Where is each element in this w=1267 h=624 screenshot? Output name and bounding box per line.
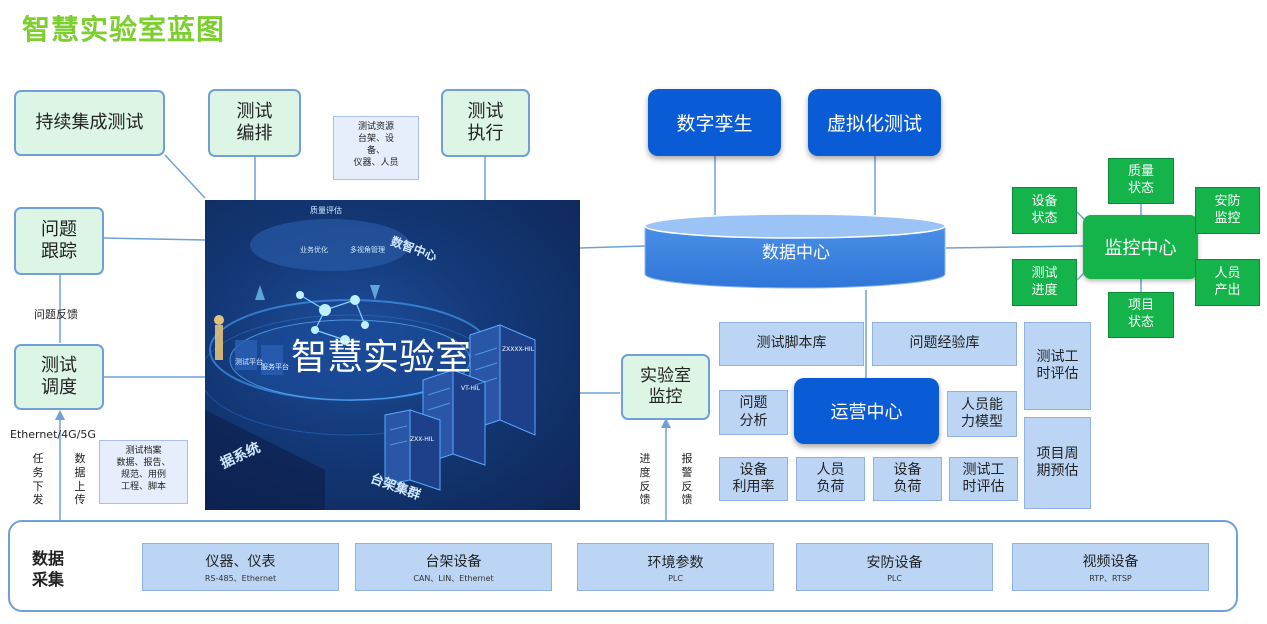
device-instruments[interactable]: 仪器、仪表 RS-485、Ethernet [142,543,339,591]
lab-monitor-box[interactable]: 实验室 监控 [621,354,710,420]
ethernet-label: Ethernet/4G/5G [10,428,96,441]
staff-capability-box[interactable]: 人员能 力模型 [947,391,1017,437]
test-execution-box[interactable]: 测试 执行 [441,89,530,157]
device-status-item[interactable]: 设备 状态 [1012,187,1077,234]
test-orchestration-box[interactable]: 测试 编排 [208,89,301,157]
device-name: 仪器、仪表 [205,553,276,570]
virtual-test-box[interactable]: 虚拟化测试 [808,89,941,156]
panel-2-tag: 服务平台 [261,363,289,371]
security-monitor-item[interactable]: 安防 监控 [1195,187,1260,234]
data-center-cylinder[interactable] [643,212,949,294]
rack-1-tag: ZXX-HIL [410,436,434,443]
device-load-box[interactable]: 设备 负荷 [873,457,942,501]
progress-feedback-label: 进度反馈 [639,452,651,507]
smart-lab-illustration: 质量评估 业务优化 多视角管理 数智中心 测试平台 服务平台 智慧实验室 据系统… [205,200,580,510]
device-rack[interactable]: 台架设备 CAN、LIN、Ethernet [355,543,552,591]
biz-opt-tag: 业务优化 [300,246,328,254]
project-status-item[interactable]: 项目 状态 [1108,292,1174,338]
data-acquisition-label: 数据 采集 [32,549,65,589]
monitor-center-box[interactable]: 监控中心 [1083,215,1198,279]
device-name: 安防设备 [866,554,923,571]
quality-eval-tag: 质量评估 [310,206,342,215]
device-protocol: PLC [887,573,902,583]
test-progress-item[interactable]: 测试 进度 [1012,259,1077,306]
smart-lab-heading: 智慧实验室 [291,337,472,378]
device-name: 视频设备 [1082,553,1139,570]
staff-output-item[interactable]: 人员 产出 [1195,259,1260,306]
test-archive-note: 测试档案 数据、报告、 规范、用例 工程、脚本 [99,440,188,504]
device-protocol: CAN、LIN、Ethernet [413,573,494,583]
data-upload-label: 数据上传 [74,452,86,507]
test-script-lib-box[interactable]: 测试脚本库 [719,322,864,366]
device-util-box[interactable]: 设备 利用率 [719,457,788,501]
device-video[interactable]: 视频设备 RTP、RTSP [1012,543,1209,591]
device-protocol: RS-485、Ethernet [204,573,277,583]
panel-1-tag: 测试平台 [235,358,263,366]
task-dispatch-label: 任务下发 [32,452,44,507]
ci-test-box[interactable]: 持续集成测试 [14,90,165,156]
issue-experience-lib-box[interactable]: 问题经验库 [872,322,1017,366]
issue-feedback-label: 问题反馈 [34,308,78,321]
device-name: 台架设备 [425,553,482,570]
test-scheduling-box[interactable]: 测试 调度 [14,344,104,410]
rack-3-tag: ZXXXX-HIL [502,346,535,353]
device-security[interactable]: 安防设备 PLC [796,543,993,591]
staff-load-box[interactable]: 人员 负荷 [796,457,865,501]
effort-eval-box-bottom[interactable]: 测试工 时评估 [949,457,1018,501]
effort-eval-box-top[interactable]: 测试工 时评估 [1024,322,1091,410]
device-name: 环境参数 [647,554,704,571]
page-title: 智慧实验室蓝图 [22,13,226,46]
illustration-graphics [205,219,536,510]
test-resources-note: 测试资源 台架、设 备、 仪器、人员 [333,116,419,180]
device-protocol: RTP、RTSP [1089,573,1132,583]
data-center-label: 数据中心 [762,243,830,263]
quality-status-item[interactable]: 质量 状态 [1108,158,1174,204]
project-cycle-box[interactable]: 项目周 期预估 [1024,417,1091,509]
alarm-feedback-label: 报警反馈 [681,452,693,507]
multi-view-tag: 多视角管理 [350,246,385,254]
rack-2-tag: VT-HIL [461,385,481,392]
issue-analysis-box[interactable]: 问题 分析 [719,390,788,435]
device-protocol: PLC [668,573,683,583]
device-environment[interactable]: 环境参数 PLC [577,543,774,591]
digital-twin-box[interactable]: 数字孪生 [648,89,781,156]
ops-center-box[interactable]: 运营中心 [794,378,939,444]
issue-tracking-box[interactable]: 问题 跟踪 [14,207,104,275]
